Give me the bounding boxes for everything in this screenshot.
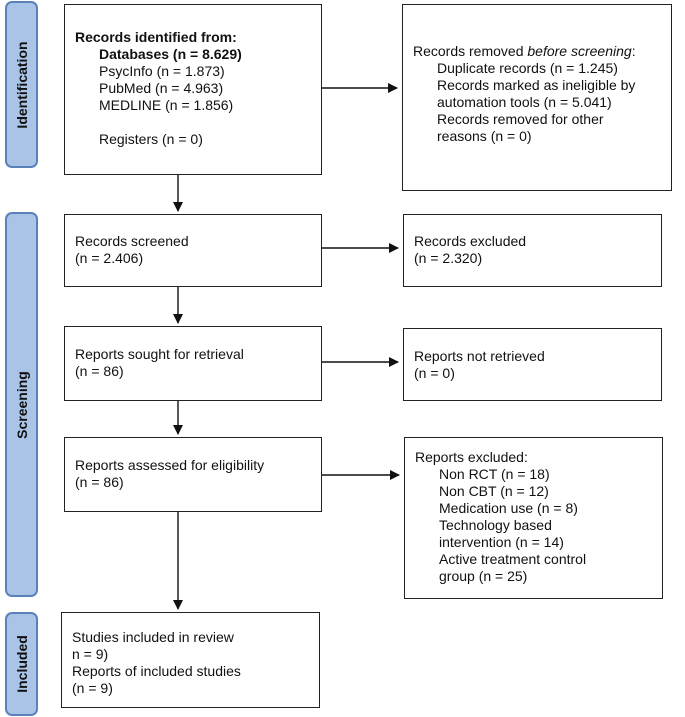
records-identified-box: Records identified from: Databases (n = …: [64, 4, 322, 175]
records-screened-box: Records screened (n = 2.406): [64, 214, 322, 287]
phase-identification: Identification: [5, 1, 38, 168]
reports-not-retrieved-count: (n = 0): [414, 365, 455, 381]
records-excluded-count: (n = 2.320): [414, 250, 483, 266]
ineligible-records-line2: automation tools (n = 5.041): [437, 94, 612, 110]
active-treatment-line1: Active treatment control: [439, 551, 587, 567]
records-screened-label: Records screened: [75, 233, 189, 249]
other-removed-line1: Records removed for other: [437, 111, 604, 127]
technology-based-line2: intervention (n = 14): [439, 534, 564, 550]
reports-sought-box: Reports sought for retrieval (n = 86): [64, 326, 322, 401]
reports-assessed-label: Reports assessed for eligibility: [75, 457, 265, 473]
reports-included-label: Reports of included studies: [72, 663, 241, 679]
reports-excluded-heading: Reports excluded:: [415, 449, 528, 465]
reports-assessed-box: Reports assessed for eligibility (n = 86…: [64, 437, 322, 512]
records-removed-heading: Records removed before screening:: [413, 43, 636, 59]
psycinfo-count: PsycInfo (n = 1.873): [99, 63, 225, 79]
databases-count: Databases (n = 8.629): [99, 46, 242, 62]
ineligible-records-line1: Records marked as ineligible by: [437, 77, 636, 93]
other-removed-line2: reasons (n = 0): [437, 128, 532, 144]
pubmed-count: PubMed (n = 4.963): [99, 80, 224, 96]
duplicate-records-count: Duplicate records (n = 1.245): [437, 60, 618, 76]
medline-count: MEDLINE (n = 1.856): [99, 97, 234, 113]
studies-included-box: Studies included in review n = 9) Report…: [61, 612, 320, 708]
medication-use-count: Medication use (n = 8): [439, 500, 578, 516]
records-excluded-box: Records excluded (n = 2.320): [403, 214, 662, 287]
reports-not-retrieved-label: Reports not retrieved: [414, 348, 545, 364]
reports-included-count: (n = 9): [72, 680, 113, 696]
studies-included-count: n = 9): [72, 646, 109, 662]
reports-sought-label: Reports sought for retrieval: [75, 346, 244, 362]
reports-not-retrieved-box: Reports not retrieved (n = 0): [403, 328, 662, 401]
studies-included-label: Studies included in review: [72, 629, 234, 645]
technology-based-line1: Technology based: [439, 517, 552, 533]
records-excluded-label: Records excluded: [414, 233, 527, 249]
reports-assessed-count: (n = 86): [75, 474, 124, 490]
registers-count: Registers (n = 0): [99, 131, 203, 147]
non-cbt-count: Non CBT (n = 12): [439, 483, 549, 499]
records-removed-box: Records removed before screening: Duplic…: [402, 4, 672, 191]
non-rct-count: Non RCT (n = 18): [439, 466, 550, 482]
active-treatment-line2: group (n = 25): [439, 568, 528, 584]
phase-screening: Screening: [5, 212, 38, 597]
records-identified-heading: Records identified from:: [75, 29, 237, 45]
records-screened-count: (n = 2.406): [75, 250, 144, 266]
reports-sought-count: (n = 86): [75, 363, 124, 379]
phase-included: Included: [5, 612, 38, 716]
reports-excluded-box: Reports excluded: Non RCT (n = 18) Non C…: [404, 437, 663, 599]
